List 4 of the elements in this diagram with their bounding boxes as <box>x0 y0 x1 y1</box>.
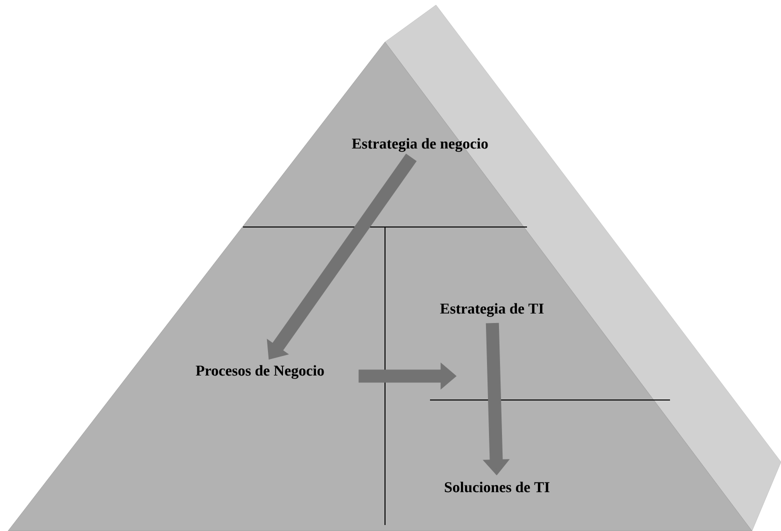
text-label: Soluciones de TI <box>444 482 550 492</box>
text-label: Estrategia de negocio <box>352 138 488 152</box>
text-label: Procesos de Negocio <box>196 365 324 379</box>
text-label: Estrategia de TI <box>440 303 544 317</box>
